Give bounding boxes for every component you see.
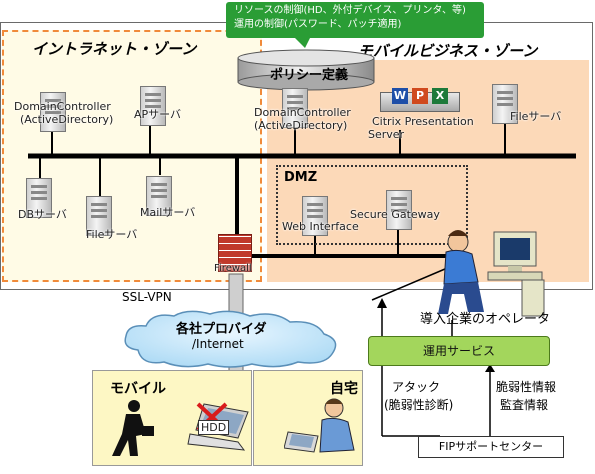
firewall-icon <box>218 234 252 272</box>
policy-label: ポリシー定義 <box>270 68 349 83</box>
mobile-domain-controller-icon <box>282 88 308 128</box>
support-center-box: FIPサポートセンター <box>418 436 564 458</box>
citrix-label-1: Citrix Presentation <box>372 115 474 128</box>
intranet-zone-title: イントラネット・ゾーン <box>32 40 197 58</box>
word-icon: W <box>392 88 408 104</box>
mobile-dc-label-2: (ActiveDirectory) <box>254 119 348 132</box>
operator-person-icon <box>438 230 545 317</box>
file-server-label: Fileサーバ <box>86 228 138 241</box>
intranet-dc-label-1: DomainController <box>14 100 111 113</box>
callout-line-2: 運用の制御(パスワード、パッチ適用) <box>234 19 402 30</box>
ap-server-icon <box>140 86 166 126</box>
db-server-icon <box>26 178 52 218</box>
secure-gateway-label: Secure Gateway <box>350 208 440 221</box>
ssl-vpn-label: SSL-VPN <box>122 290 172 304</box>
mobile-location-label: モバイル <box>110 381 166 397</box>
mail-server-icon <box>146 176 172 216</box>
file-server-icon <box>86 196 112 236</box>
cloud-label-2: /Internet <box>192 337 244 351</box>
mobile-zone-title: モバイルビジネス・ゾーン <box>358 42 538 60</box>
home-location-label: 自宅 <box>330 381 358 397</box>
dmz-box <box>276 165 468 245</box>
mobile-file-server-icon <box>492 84 518 124</box>
mobile-dc-label-1: DomainController <box>254 106 351 119</box>
mobile-worker-icon <box>112 400 154 456</box>
mail-server-label: Mailサーバ <box>140 206 196 219</box>
web-interface-server-icon <box>302 196 328 236</box>
mobile-file-server-label: Fileサーバ <box>510 110 562 123</box>
operator-label: 導入企業のオペレータ <box>420 312 551 327</box>
policy-definition-icon <box>237 49 375 91</box>
db-server-label: DBサーバ <box>18 208 67 221</box>
cloud-label-1: 各社プロバイダ <box>176 322 267 337</box>
citrix-label-2: Server <box>368 128 405 141</box>
intranet-dc-label-2: (ActiveDirectory) <box>20 113 114 126</box>
hdd-label: HDD <box>198 420 230 435</box>
callout-line-1: リソースの制御(HD、外付デバイス、プリンタ、等) <box>234 5 466 16</box>
web-interface-label: Web Interface <box>282 220 359 233</box>
secure-gateway-server-icon <box>386 190 412 230</box>
attack-label-2: (脆弱性診断) <box>384 398 454 412</box>
firewall-label: Firewall <box>214 263 252 274</box>
excel-icon: X <box>432 88 448 104</box>
internet-cloud-icon <box>124 310 337 368</box>
dmz-title: DMZ <box>284 170 318 185</box>
operation-service-box: 運用サービス <box>368 336 550 366</box>
domain-controller-server-icon <box>40 92 66 132</box>
home-worker-icon <box>284 398 355 453</box>
policy-callout: リソースの制御(HD、外付デバイス、プリンタ、等) 運用の制御(パスワード、パッ… <box>226 2 484 38</box>
ap-server-label: APサーバ <box>134 108 182 121</box>
vuln-label-1: 脆弱性情報 <box>496 380 557 394</box>
vuln-label-2: 監査情報 <box>500 398 549 412</box>
attack-label-1: アタック <box>392 380 441 394</box>
powerpoint-icon: P <box>412 88 428 104</box>
